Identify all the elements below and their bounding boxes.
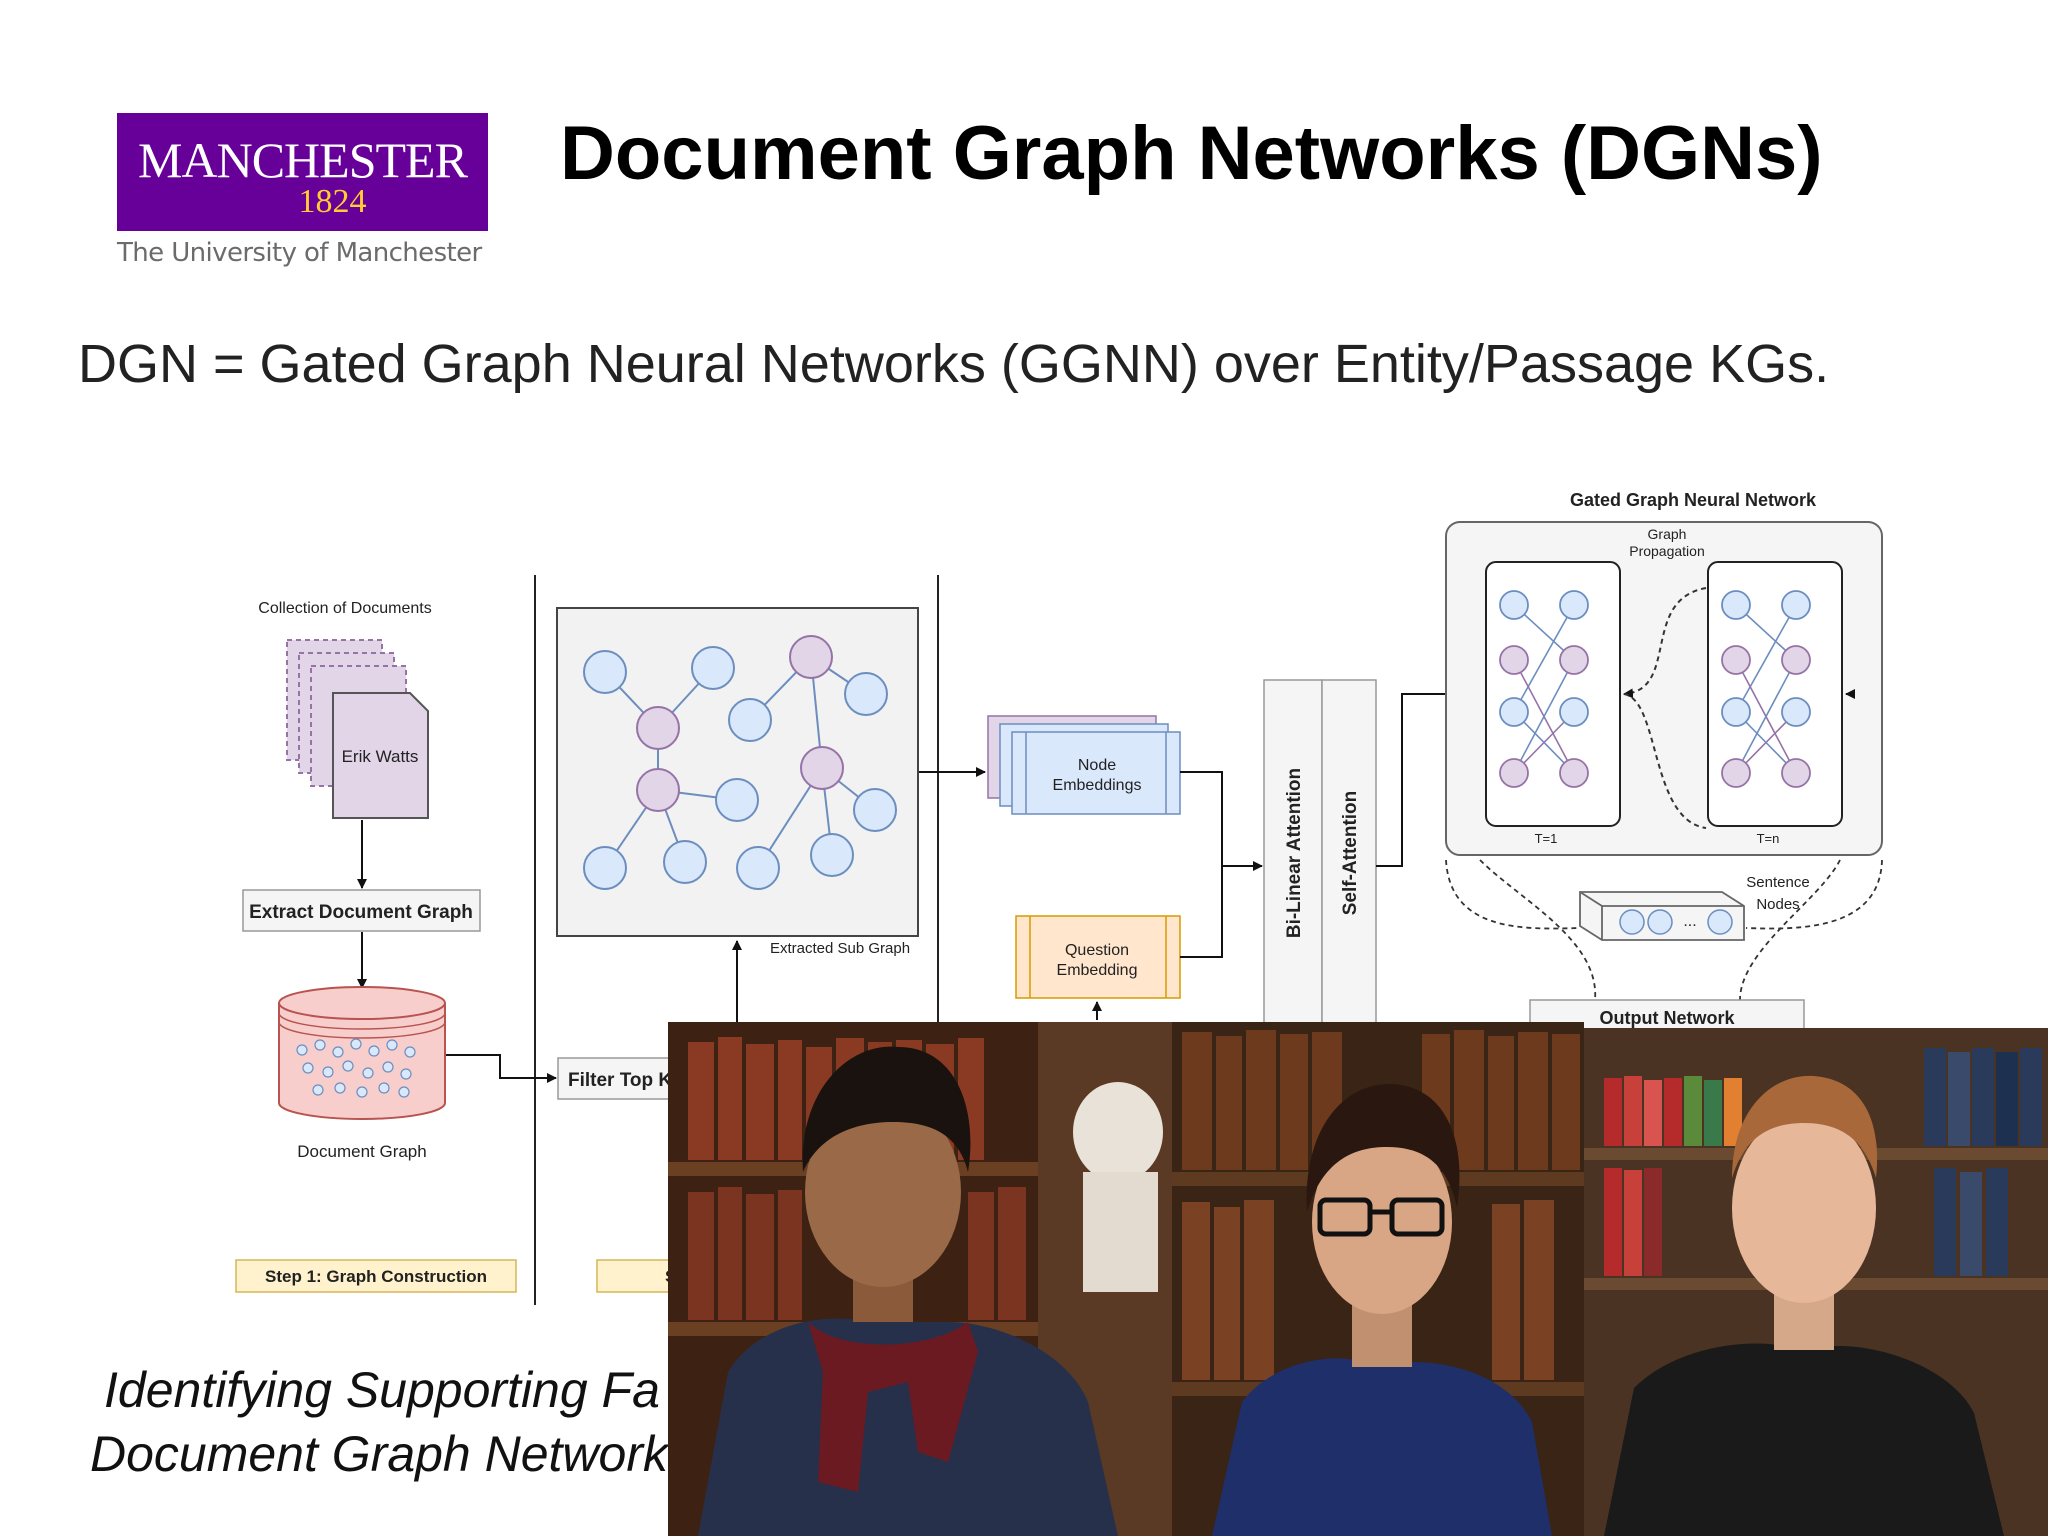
sentence-ellipsis: ... bbox=[1683, 913, 1696, 930]
university-logo: MANCHESTER 1824 bbox=[117, 113, 488, 231]
step1-label: Step 1: Graph Construction bbox=[265, 1267, 487, 1286]
document-label: Erik Watts bbox=[342, 747, 419, 766]
person-2-hair bbox=[1306, 1083, 1460, 1212]
logo-year: 1824 bbox=[298, 183, 367, 220]
propagation-dashed-return bbox=[1623, 693, 1707, 829]
person-2-glasses bbox=[1317, 1197, 1445, 1237]
sentence-nodes-line2: Nodes bbox=[1756, 896, 1799, 913]
output-dashed-right bbox=[1739, 859, 1841, 1001]
author-photo-3 bbox=[1584, 1028, 2048, 1536]
ggnn-step-tn-nodes bbox=[1721, 590, 1811, 788]
slide-subtitle: DGN = Gated Graph Neural Networks (GGNN)… bbox=[78, 334, 1830, 394]
bilinear-attention-label: Bi-Linear Attention bbox=[1284, 768, 1305, 938]
arrow-attention-to-ggnn bbox=[1376, 689, 1485, 867]
question-embedding-line2: Embedding bbox=[1057, 962, 1138, 979]
sentence-node-circles bbox=[1619, 909, 1733, 935]
node-embeddings-box bbox=[1011, 731, 1181, 815]
graph-propagation-line1: Graph bbox=[1648, 526, 1687, 542]
document-graph-label: Document Graph bbox=[297, 1142, 426, 1161]
subgraph-label: Extracted Sub Graph bbox=[770, 940, 910, 957]
author-photo-1 bbox=[668, 1022, 1172, 1536]
question-embedding-box bbox=[1015, 915, 1181, 999]
self-attention-bar bbox=[1321, 679, 1377, 1026]
subgraph-nodes bbox=[583, 635, 897, 890]
collection-label: Collection of Documents bbox=[258, 600, 431, 617]
logo-wordmark: MANCHESTER bbox=[138, 132, 468, 188]
filter-label: Filter Top K bbox=[568, 1070, 672, 1091]
sentence-dashed-left bbox=[1445, 859, 1579, 930]
citation-line2: Document Graph Network bbox=[90, 1426, 669, 1482]
ggnn-step-t1-nodes bbox=[1499, 590, 1589, 788]
sentence-dashed-right bbox=[1745, 859, 1883, 930]
extract-box bbox=[242, 889, 481, 932]
document-stack-icon bbox=[286, 639, 429, 819]
sentence-nodes-line1: Sentence bbox=[1746, 874, 1809, 891]
output-dashed-left bbox=[1479, 859, 1596, 1001]
citation-line1: Identifying Supporting Fa bbox=[104, 1362, 660, 1418]
sentence-box-edge bbox=[1579, 891, 1603, 907]
graph-propagation-line2: Propagation bbox=[1629, 543, 1705, 559]
tn-label: T=n bbox=[1757, 831, 1780, 846]
citation: Identifying Supporting Fa Document Graph… bbox=[80, 1358, 680, 1486]
person-1-scarf bbox=[808, 1322, 978, 1492]
arrow-graph-to-filter bbox=[446, 1054, 557, 1083]
self-attention-label: Self-Attention bbox=[1340, 791, 1361, 916]
person-1-face bbox=[805, 1097, 961, 1287]
person-3-shirt bbox=[1604, 1343, 2004, 1536]
node-embeddings-line2: Embeddings bbox=[1053, 777, 1142, 794]
propagation-dashed-arrow bbox=[1623, 587, 1707, 699]
output-network-label: Output Network bbox=[1600, 1008, 1736, 1028]
t1-label: T=1 bbox=[1535, 831, 1558, 846]
person-2-face bbox=[1312, 1130, 1452, 1314]
person-1-hair bbox=[802, 1046, 971, 1172]
filter-box bbox=[557, 1057, 679, 1100]
person-3-face bbox=[1732, 1113, 1876, 1303]
node-embeddings-line1: Node bbox=[1078, 757, 1116, 774]
person-1-coat bbox=[698, 1318, 1118, 1536]
step1-box bbox=[235, 1259, 517, 1293]
arrow-question-to-attention bbox=[1180, 866, 1223, 958]
slide-title: Document Graph Networks (DGNs) bbox=[560, 111, 1823, 196]
author-photo-2 bbox=[1172, 1022, 1584, 1536]
person-3-hair bbox=[1732, 1075, 1878, 1178]
logo-university-name: The University of Manchester bbox=[117, 238, 482, 268]
extract-label: Extract Document Graph bbox=[249, 902, 473, 923]
arrow-embeddings-to-attention bbox=[1180, 771, 1263, 871]
ggnn-title: Gated Graph Neural Network bbox=[1570, 490, 1817, 510]
person-2-shirt bbox=[1212, 1358, 1552, 1536]
database-icon bbox=[278, 986, 446, 1120]
question-embedding-line1: Question bbox=[1065, 942, 1129, 959]
